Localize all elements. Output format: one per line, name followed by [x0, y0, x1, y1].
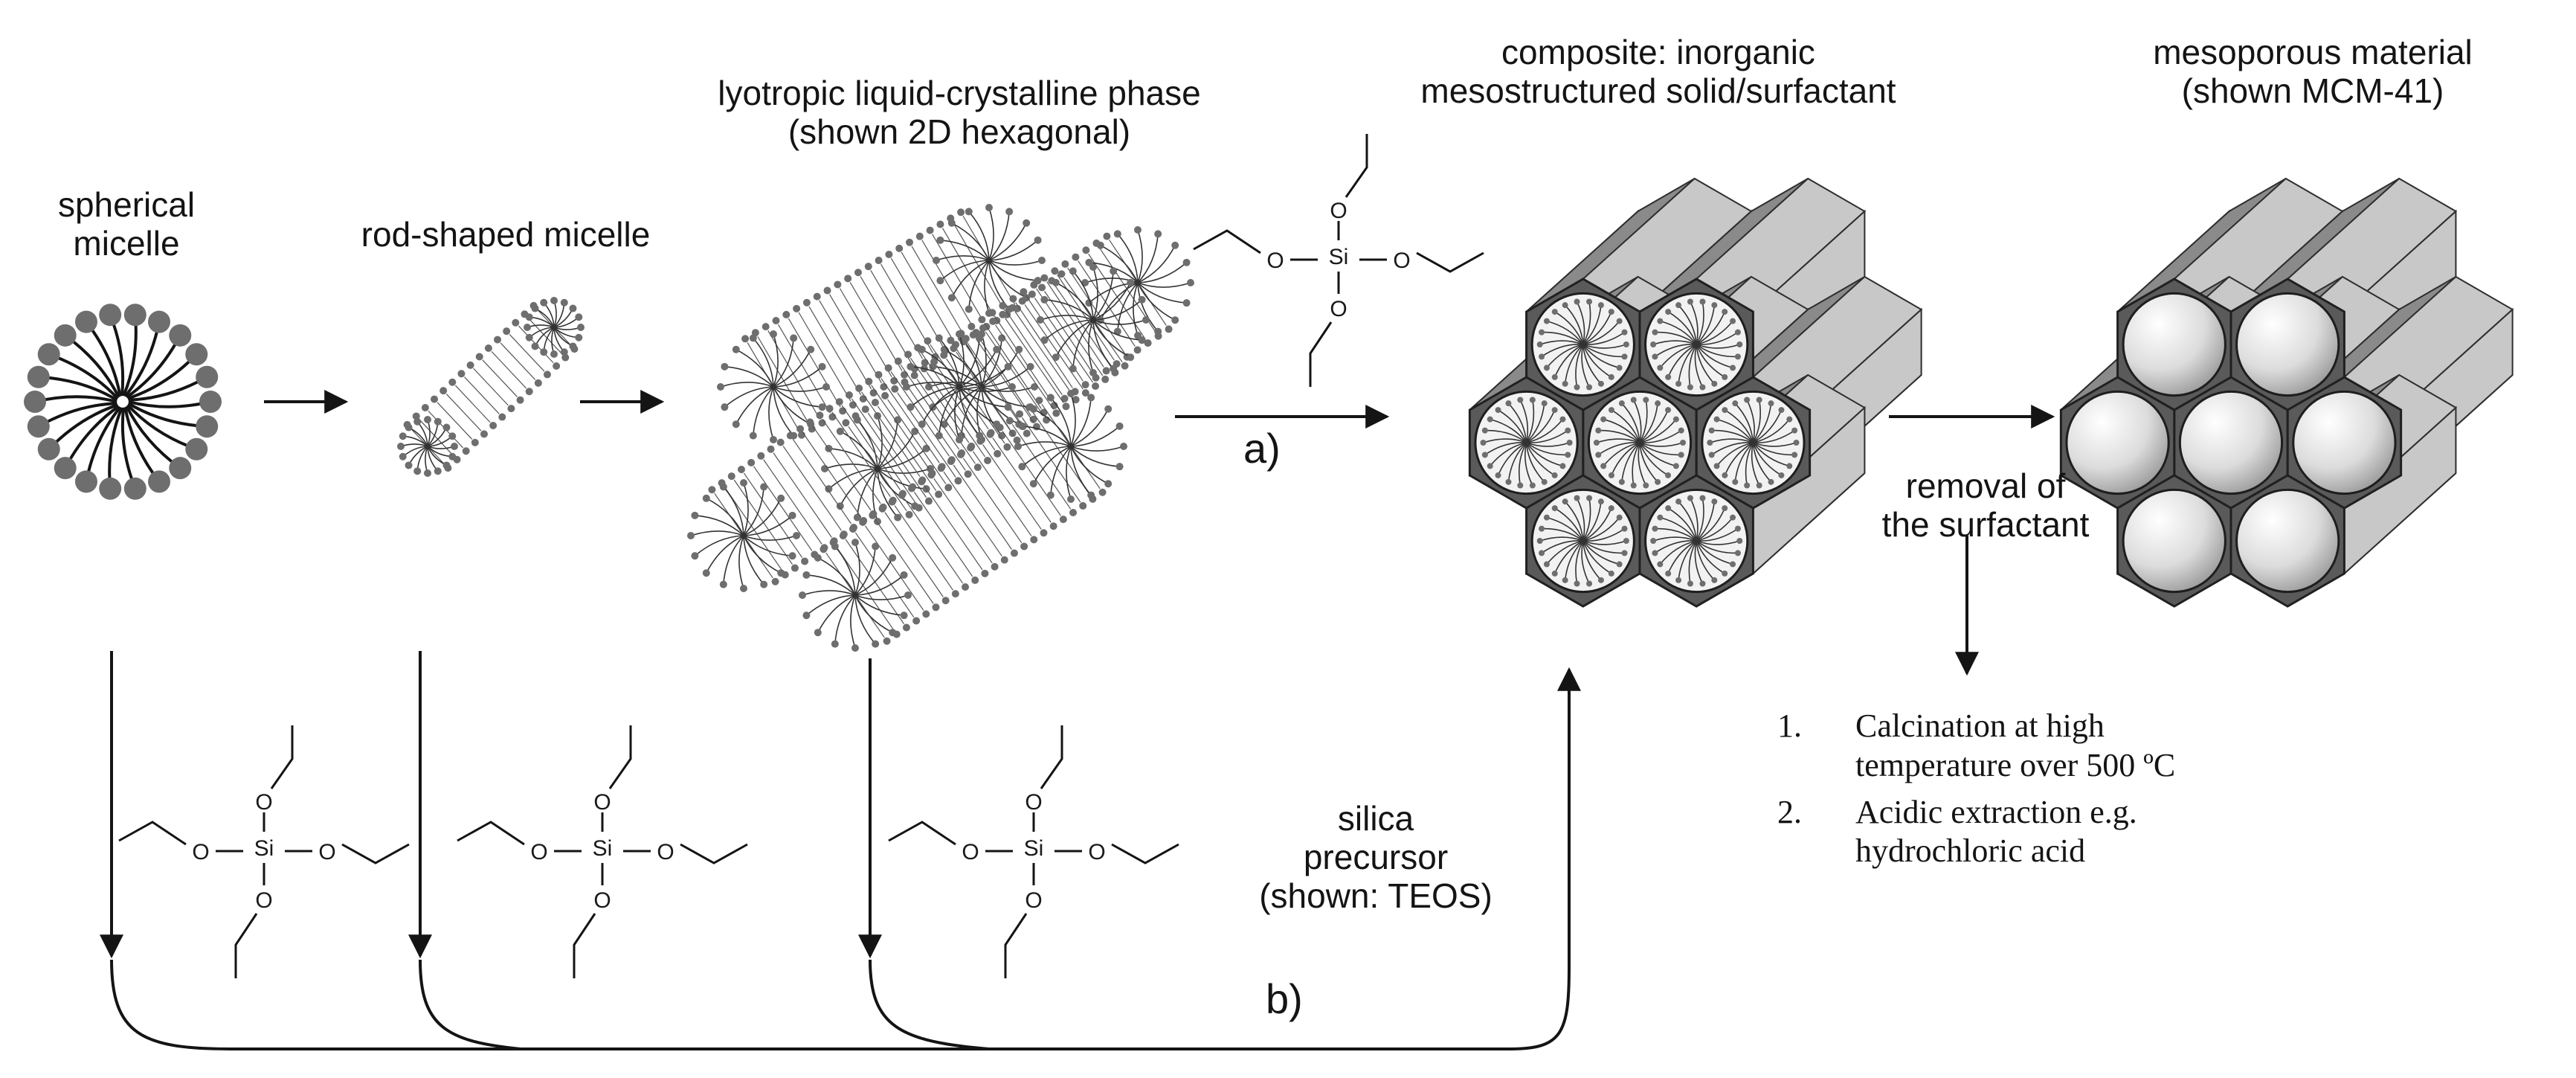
mesoporous-material-label: mesoporous material(shown MCM-41): [2153, 33, 2473, 110]
composite-hex-bundle: [1468, 177, 1923, 608]
head-group: [99, 304, 122, 327]
head-group: [148, 470, 171, 493]
o-atom: O: [593, 790, 611, 815]
head-group: [169, 457, 192, 480]
removal-step-2: 2. Acidic extraction e.g.hydrochloric ac…: [1777, 793, 2137, 870]
head-group: [54, 324, 77, 347]
pore: [2235, 292, 2340, 397]
head-group: [74, 470, 97, 493]
head-group: [54, 457, 77, 480]
o-atom: O: [1088, 840, 1105, 864]
o-atom: O: [192, 840, 209, 864]
si-atom: Si: [1329, 245, 1349, 269]
spherical-micelle: [24, 304, 222, 500]
pore: [2178, 390, 2284, 495]
head-group: [123, 304, 146, 327]
head-group: [148, 310, 171, 333]
liquid-crystal-phase-label: lyotropic liquid-crystalline phase(shown…: [718, 74, 1201, 151]
head-group: [27, 415, 50, 438]
lc-rod: [799, 390, 1127, 652]
arrows-layer: [100, 390, 2055, 1050]
o-atom: O: [1393, 248, 1410, 273]
head-group: [123, 477, 146, 500]
head-group: [27, 365, 50, 388]
arrow-b-join-3: [869, 959, 990, 1050]
route-b-label: b): [1266, 975, 1303, 1022]
si-atom: Si: [1024, 836, 1044, 861]
si-atom: Si: [254, 836, 274, 861]
head-group: [196, 415, 219, 438]
hexagonal-tubes-layer: [1468, 177, 2514, 608]
o-atom: O: [657, 840, 674, 864]
head-group: [24, 391, 46, 413]
mesoporous-hex-bundle: [2059, 177, 2514, 608]
route-a-label: a): [1243, 425, 1281, 472]
o-atom: O: [1330, 199, 1347, 223]
head-group: [169, 324, 192, 347]
pore-micelle: [1650, 298, 1743, 391]
lc-rod: [821, 263, 1150, 525]
head-group: [199, 391, 222, 413]
pore-micelle: [1480, 397, 1573, 489]
head-group: [74, 310, 97, 333]
lc-phase-cluster: [687, 204, 1194, 652]
o-atom: O: [1025, 888, 1042, 913]
pore-micelle: [1593, 397, 1687, 489]
pore-micelle: [1707, 397, 1800, 489]
head-group: [196, 365, 219, 388]
o-atom: O: [530, 840, 547, 864]
o-atom: O: [255, 888, 272, 913]
o-atom: O: [255, 790, 272, 815]
rod-shaped-micelle: [397, 297, 585, 477]
pore: [2292, 390, 2397, 495]
lc-rod: [717, 204, 1046, 443]
o-atom: O: [1025, 790, 1042, 815]
rod-shaped-micelle-label: rod-shaped micelle: [361, 215, 651, 254]
pore: [2065, 390, 2170, 495]
si-atom: Si: [593, 836, 613, 861]
head-group: [37, 437, 60, 461]
o-atom: O: [1330, 297, 1347, 321]
pore-micelle: [1536, 298, 1629, 391]
pore: [2122, 292, 2226, 397]
pore: [2122, 488, 2226, 594]
o-atom: O: [593, 888, 611, 913]
head-group: [185, 343, 208, 366]
pore-micelle: [1536, 495, 1629, 587]
arrow-b-join-2: [419, 959, 521, 1050]
o-atom: O: [1266, 248, 1284, 273]
head-group: [37, 343, 60, 366]
o-atom: O: [318, 840, 335, 864]
pore-micelle: [1650, 495, 1743, 587]
head-group: [185, 437, 208, 461]
lc-rod: [687, 330, 1016, 592]
head-group: [99, 477, 122, 500]
o-atom: O: [962, 840, 979, 864]
pore: [2235, 488, 2340, 594]
arrow-route-b: [110, 667, 1581, 1050]
micelles-layer: [24, 204, 1194, 652]
